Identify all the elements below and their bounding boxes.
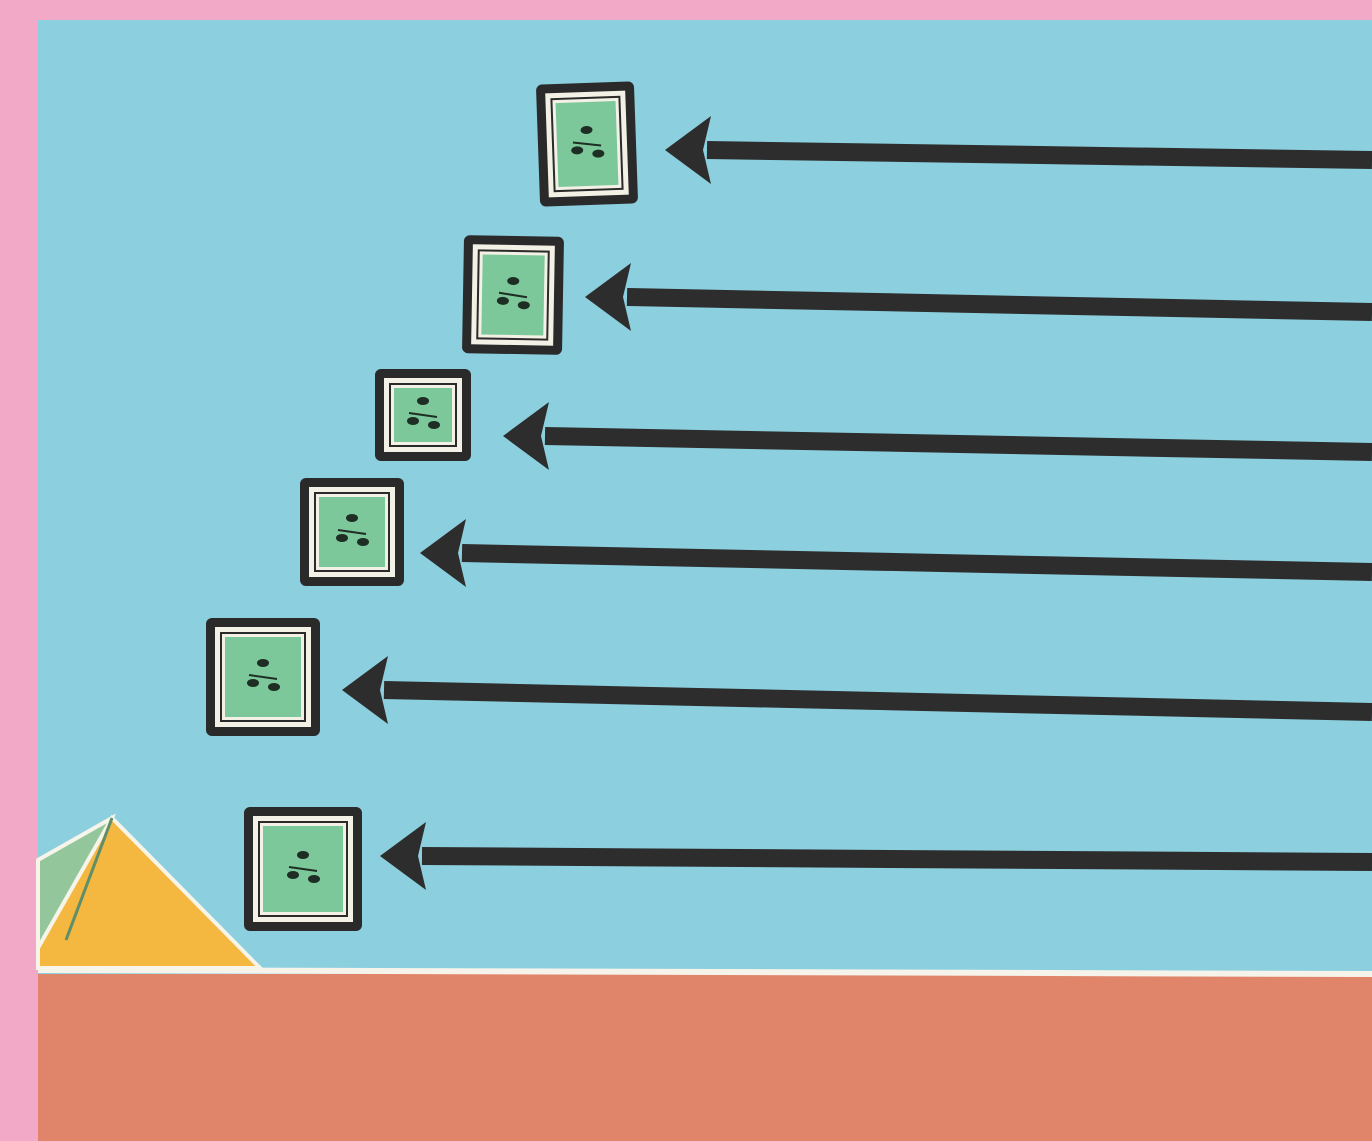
tile-mark bbox=[417, 397, 429, 405]
ground-panel bbox=[38, 974, 1372, 1141]
tile-mark bbox=[297, 851, 309, 859]
tile-mark bbox=[268, 683, 280, 691]
tile-mark bbox=[428, 421, 440, 429]
tile-mark bbox=[247, 679, 259, 687]
arrow-shaft bbox=[422, 856, 1372, 862]
framed-green-tile-icon bbox=[536, 81, 638, 206]
horizon-line bbox=[38, 970, 1372, 974]
tile-mark bbox=[336, 534, 348, 542]
tile-mark bbox=[257, 659, 269, 667]
tile-mark bbox=[407, 417, 419, 425]
framed-green-tile-icon bbox=[375, 369, 471, 461]
framed-green-tile-icon bbox=[244, 807, 362, 931]
tile-mark bbox=[346, 514, 358, 522]
framed-green-tile-icon bbox=[300, 478, 404, 586]
tile-mark bbox=[357, 538, 369, 546]
tile-mark bbox=[308, 875, 320, 883]
arrow-shaft bbox=[707, 150, 1372, 160]
tile-mark bbox=[287, 871, 299, 879]
framed-green-tile-icon bbox=[206, 618, 320, 736]
framed-green-tile-icon bbox=[462, 235, 564, 355]
